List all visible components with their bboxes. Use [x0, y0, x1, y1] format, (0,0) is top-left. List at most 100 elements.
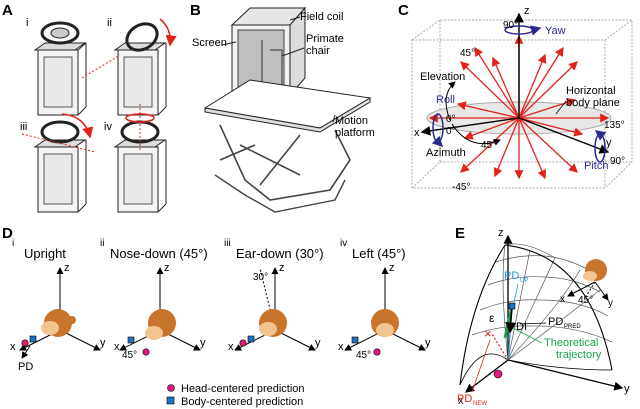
- head-upright: [19, 267, 101, 359]
- motion-platform: [203, 79, 372, 213]
- d1-y: y: [100, 337, 106, 349]
- di-arrow: [505, 305, 517, 334]
- trajectory-label-1: Theoretical: [544, 337, 598, 349]
- sphere-grid: [471, 243, 613, 361]
- yaw-label: Yaw: [545, 25, 566, 37]
- d2-y: y: [200, 337, 206, 349]
- sub-i: i: [26, 17, 28, 29]
- panel-e-letter: E: [455, 225, 465, 242]
- screen-label: Screen: [192, 37, 227, 49]
- c-z-label: z: [524, 5, 530, 17]
- inset-y: y: [608, 298, 613, 309]
- d4-x: x: [338, 341, 344, 353]
- angle-90-top: 90°: [503, 20, 518, 31]
- azimuth-arc: [451, 123, 501, 146]
- pd-new-label: PD: [457, 393, 472, 405]
- elevation-arc: [445, 81, 456, 121]
- panel-b: B Field coil Screen Primate chair Motion…: [190, 2, 375, 213]
- apparatus-i: [33, 21, 87, 116]
- panel-a: A: [2, 2, 177, 213]
- d3-x: x: [228, 341, 234, 353]
- sphere-edge-right: [504, 244, 613, 371]
- sub-ii: ii: [107, 17, 112, 29]
- cond-i-label: Upright: [24, 246, 66, 261]
- e-x-label: x: [458, 395, 464, 407]
- head-left: [344, 267, 426, 356]
- pd-new-cross: ×: [484, 326, 492, 341]
- d4-y: y: [425, 337, 431, 349]
- sub-iv: iv: [104, 121, 112, 133]
- d3-angle: 30°: [253, 272, 268, 283]
- e-z-label: z: [498, 227, 504, 239]
- e-y-label: y: [624, 383, 630, 395]
- trajectory-label-2: trajectory: [556, 349, 602, 361]
- head-nose-down: [119, 267, 201, 356]
- cond-i-num: i: [12, 238, 14, 249]
- d4-z: z: [389, 262, 395, 274]
- d2-x: x: [114, 341, 120, 353]
- c-axes: [420, 12, 610, 154]
- pd-new-line: [491, 333, 509, 361]
- c-x-label: x: [414, 127, 420, 139]
- inset-head: [567, 259, 609, 301]
- apparatus-iii: [21, 113, 96, 213]
- cond-iii-label: Ear-down (30°): [236, 246, 324, 261]
- d2-angle: 45°: [122, 350, 137, 361]
- inset-x: x: [560, 294, 565, 305]
- apparatus-iv: [113, 104, 167, 213]
- angle-neg45: -45°: [452, 182, 470, 193]
- e-x-axis: [464, 359, 509, 393]
- primate-chair-label-1: Primate: [306, 33, 344, 45]
- sub-iii: iii: [20, 121, 27, 133]
- epsilon-label: ε: [489, 311, 495, 325]
- d1-pd: PD: [18, 361, 33, 373]
- angle-45-upper: 45°: [460, 48, 475, 59]
- c-y-label: y: [606, 137, 612, 149]
- panel-b-letter: B: [190, 2, 201, 19]
- cond-iii-num: iii: [224, 238, 231, 249]
- angle-0-a: 0°: [446, 114, 456, 125]
- d3-z: z: [279, 262, 285, 274]
- panel-a-letter: A: [2, 2, 13, 19]
- pd-pred-label: PD: [548, 316, 563, 328]
- pd-up-marker: [508, 302, 516, 310]
- apparatus-ii: [81, 18, 177, 116]
- motion-platform-label-1: Motion: [335, 115, 368, 127]
- legend-head-marker: [167, 384, 175, 392]
- panel-d: D i Upright ii Nose-down (45°) iii Ear-d…: [2, 225, 431, 408]
- d3-y: y: [315, 337, 321, 349]
- motion-platform-label-2: platform: [335, 127, 375, 139]
- cond-iv-num: iv: [340, 238, 347, 249]
- d2-z: z: [164, 262, 170, 274]
- field-coil-label: Field coil: [300, 11, 343, 23]
- horizontal-label-2: body plane: [566, 97, 620, 109]
- legend-body-marker: [166, 396, 175, 405]
- panel-e: E × z x y ε DI PD UP: [455, 225, 630, 407]
- azimuth-label: Azimuth: [426, 147, 466, 159]
- di-label: DI: [516, 321, 527, 333]
- elevation-label: Elevation: [420, 71, 465, 83]
- roll-label: Roll: [436, 94, 455, 106]
- angle-45-lower: 45°: [481, 140, 496, 151]
- panel-c-letter: C: [398, 2, 409, 19]
- panel-d-letter: D: [2, 225, 13, 242]
- horizontal-label-1: Horizontal: [566, 85, 616, 97]
- angle-90-right: 90°: [610, 156, 625, 167]
- angle-135: 135°: [604, 120, 625, 131]
- rotation-arrows: [431, 25, 607, 163]
- pd-new-sub: NEW: [473, 401, 487, 407]
- inset-angle: 45°: [578, 295, 593, 306]
- pd-up-sub: UP: [520, 278, 528, 284]
- d1-z: z: [64, 262, 70, 274]
- legend-body-text: Body-centered prediction: [181, 396, 303, 408]
- panel-c: C: [398, 2, 633, 193]
- cond-ii-num: ii: [100, 238, 104, 249]
- primate-chair-label-2: chair: [306, 45, 330, 57]
- cond-ii-label: Nose-down (45°): [110, 246, 208, 261]
- head-ear-down: [234, 267, 316, 351]
- angle-0-b: 0°: [446, 126, 456, 137]
- e-y-axis: [507, 359, 624, 391]
- cond-iv-label: Left (45°): [352, 246, 406, 261]
- field-coil-cube: [221, 6, 307, 97]
- pd-up-label: PD: [504, 270, 519, 282]
